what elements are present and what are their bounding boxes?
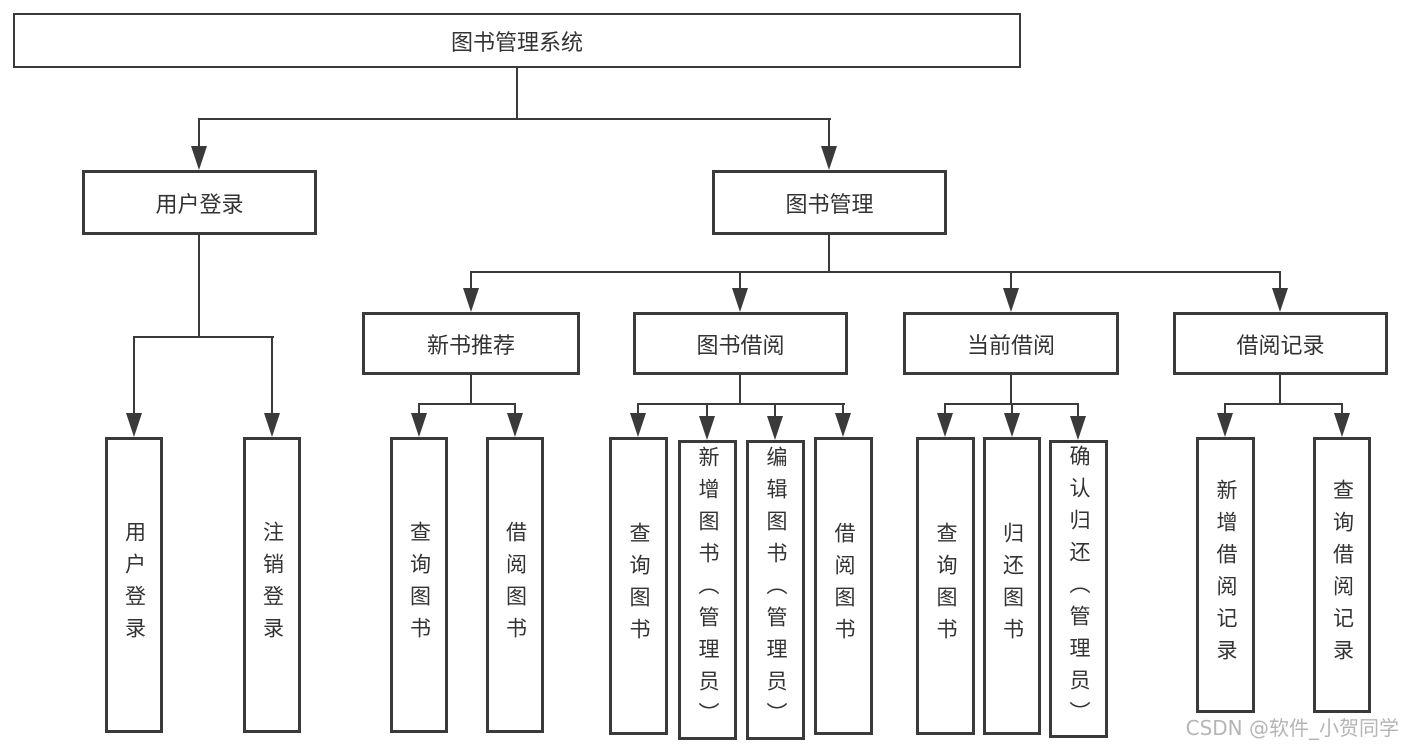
edge-to-book-borrow xyxy=(739,271,741,290)
edge-book-mgmt-stem xyxy=(828,235,830,272)
leaf-cb-query-books-label: 查询图书 xyxy=(934,522,958,650)
node-borrow-records: 借阅记录 xyxy=(1173,312,1388,375)
arrowhead-cb-return xyxy=(1004,413,1020,437)
edge-to-cb-return xyxy=(1011,403,1013,415)
leaf-cb-return-books: 归还图书 xyxy=(983,437,1041,735)
arrowhead-book-mgmt xyxy=(821,146,837,170)
edge-to-leaf-logout xyxy=(271,336,273,414)
leaf-bb-add-books-admin-label: 新增图书（管理员） xyxy=(696,446,720,734)
edge-to-bb-add xyxy=(706,403,708,417)
edge-user-login-branch xyxy=(133,336,274,338)
node-user-login: 用户登录 xyxy=(82,170,317,235)
arrowhead-bb-borrow xyxy=(835,413,851,437)
leaf-br-add-record-label: 新增借阅记录 xyxy=(1214,479,1238,671)
edge-current-borrow-stem xyxy=(1010,375,1012,404)
edge-to-new-book xyxy=(470,271,472,290)
leaf-nb-borrow-books-label: 借阅图书 xyxy=(503,521,528,649)
leaf-nb-query-books: 查询图书 xyxy=(390,437,448,733)
arrowhead-bb-add xyxy=(699,416,715,440)
arrowhead-cb-query xyxy=(937,413,953,437)
node-root: 图书管理系统 xyxy=(13,13,1021,68)
arrowhead-br-query xyxy=(1334,413,1350,437)
leaf-bb-edit-books-admin: 编辑图书（管理员） xyxy=(746,440,805,740)
leaf-br-query-record-label: 查询借阅记录 xyxy=(1330,479,1355,671)
arrowhead-cb-confirm xyxy=(1070,416,1086,440)
node-current-borrow: 当前借阅 xyxy=(903,312,1119,375)
leaf-bb-add-books-admin: 新增图书（管理员） xyxy=(678,440,737,740)
edge-to-bb-query xyxy=(637,403,639,415)
arrowhead-new-book xyxy=(463,288,479,312)
node-new-book: 新书推荐 xyxy=(362,312,580,375)
edge-borrow-records-stem xyxy=(1279,375,1281,404)
node-book-borrow: 图书借阅 xyxy=(633,312,848,375)
edge-user-login-stem xyxy=(198,235,200,337)
edge-root-branch xyxy=(198,118,831,120)
arrowhead-bb-edit xyxy=(767,416,783,440)
leaf-bb-borrow-books-label: 借阅图书 xyxy=(832,522,856,650)
leaf-nb-query-books-label: 查询图书 xyxy=(407,521,432,649)
arrowhead-leaf-logout xyxy=(264,413,280,437)
leaf-cb-query-books: 查询图书 xyxy=(916,437,975,735)
leaf-cb-confirm-return-admin: 确认归还（管理员） xyxy=(1049,440,1108,738)
edge-root-stem xyxy=(516,68,518,120)
node-user-login-label: 用户登录 xyxy=(155,192,244,218)
edge-to-current-borrow xyxy=(1010,271,1012,290)
edge-to-leaf-login xyxy=(133,336,135,414)
leaf-bb-borrow-books: 借阅图书 xyxy=(814,437,873,735)
arrowhead-user-login xyxy=(191,146,207,170)
leaf-user-login-label: 用户登录 xyxy=(122,521,147,649)
leaf-cb-confirm-return-admin-label: 确认归还（管理员） xyxy=(1067,445,1091,733)
leaf-user-login: 用户登录 xyxy=(105,437,163,733)
edge-to-user-login xyxy=(198,118,200,148)
leaf-br-query-record: 查询借阅记录 xyxy=(1313,437,1371,713)
edge-to-br-add xyxy=(1224,403,1226,415)
node-book-mgmt-label: 图书管理 xyxy=(785,192,874,218)
edge-borrow-records-branch xyxy=(1225,403,1342,405)
node-new-book-label: 新书推荐 xyxy=(426,333,515,359)
edge-to-br-query xyxy=(1341,403,1343,415)
edge-to-nb-borrow xyxy=(514,403,516,415)
edge-to-cb-confirm xyxy=(1077,403,1079,417)
node-current-borrow-label: 当前借阅 xyxy=(966,333,1055,359)
leaf-br-add-record: 新增借阅记录 xyxy=(1196,437,1255,713)
node-book-mgmt: 图书管理 xyxy=(712,170,947,235)
edge-to-nb-query xyxy=(418,403,420,415)
arrowhead-borrow-records xyxy=(1272,288,1288,312)
leaf-bb-query-books-label: 查询图书 xyxy=(627,522,651,650)
edge-new-book-branch xyxy=(418,403,516,405)
edge-book-borrow-stem xyxy=(739,375,741,404)
arrowhead-br-add xyxy=(1217,413,1233,437)
edge-to-book-mgmt xyxy=(828,118,830,148)
edge-book-borrow-branch xyxy=(637,403,845,405)
watermark: CSDN @软件_小贺同学 xyxy=(1185,716,1399,740)
edge-to-bb-edit xyxy=(774,403,776,417)
leaf-logout-label: 注销登录 xyxy=(260,521,285,649)
node-book-borrow-label: 图书借阅 xyxy=(696,333,785,359)
arrowhead-current-borrow xyxy=(1003,288,1019,312)
edge-to-cb-query xyxy=(944,403,946,415)
leaf-bb-edit-books-admin-label: 编辑图书（管理员） xyxy=(764,446,788,734)
node-root-label: 图书管理系统 xyxy=(450,30,583,56)
arrowhead-bb-query xyxy=(630,413,646,437)
leaf-nb-borrow-books: 借阅图书 xyxy=(486,437,544,733)
arrowhead-leaf-login xyxy=(126,413,142,437)
leaf-cb-return-books-label: 归还图书 xyxy=(1000,522,1025,650)
node-borrow-records-label: 借阅记录 xyxy=(1236,333,1325,359)
leaf-bb-query-books: 查询图书 xyxy=(609,437,668,735)
leaf-logout: 注销登录 xyxy=(243,437,301,733)
arrowhead-book-borrow xyxy=(732,288,748,312)
edge-book-mgmt-branch xyxy=(470,271,1281,273)
edge-to-borrow-records xyxy=(1279,271,1281,290)
arrowhead-nb-query xyxy=(411,413,427,437)
edge-new-book-stem xyxy=(470,375,472,404)
arrowhead-nb-borrow xyxy=(507,413,523,437)
edge-to-bb-borrow xyxy=(842,403,844,415)
